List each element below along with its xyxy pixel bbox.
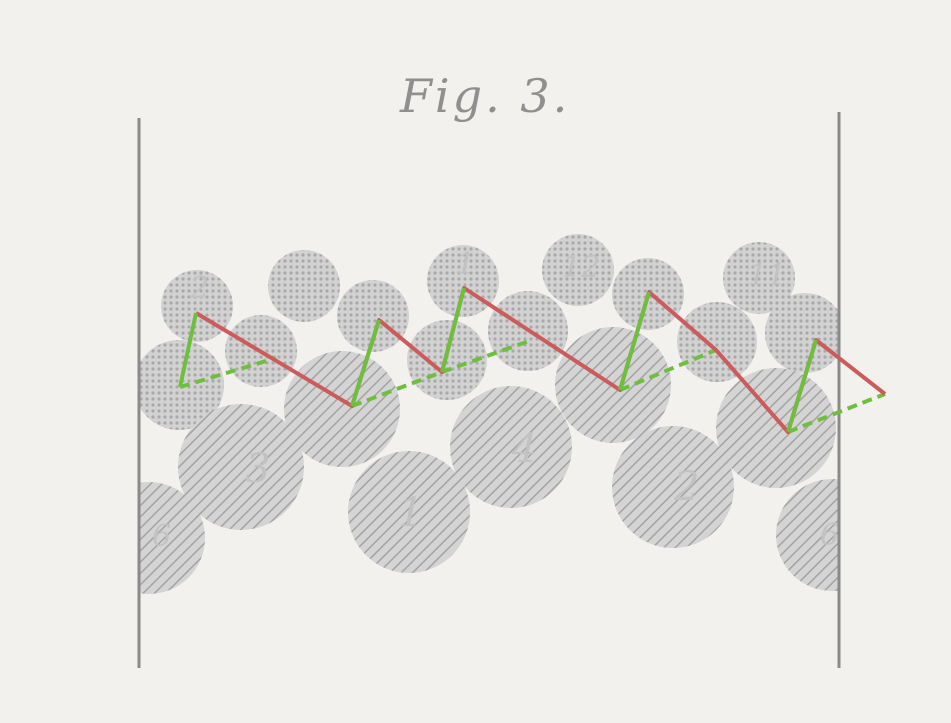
- ball-layer: [139, 234, 839, 594]
- ball-label: 12: [562, 250, 600, 285]
- ball-label: 4: [511, 426, 537, 472]
- small-ball: [268, 250, 340, 322]
- small-ball: [765, 293, 839, 373]
- large-ball-6-right: [776, 479, 839, 591]
- ball-label: 3: [245, 446, 270, 492]
- large-ball-4: [450, 386, 572, 508]
- large-ball-1: [348, 451, 470, 573]
- small-ball: [337, 280, 409, 352]
- ball-label: 1: [456, 247, 475, 282]
- ball-label: 11: [748, 258, 786, 293]
- large-ball: [716, 368, 836, 488]
- large-ball: [284, 351, 400, 467]
- large-ball-2: [612, 426, 734, 548]
- small-ball: [723, 242, 795, 314]
- green-dashed-lines: [179, 338, 886, 434]
- ball-label: 1: [398, 490, 423, 536]
- green-solid-lines: [178, 287, 818, 433]
- small-ball: [677, 302, 757, 382]
- ball-label: 2: [673, 464, 699, 510]
- small-ball: [542, 234, 614, 306]
- large-ball-3: [178, 404, 304, 530]
- ball-label: 6: [152, 519, 171, 554]
- ball-label: 2: [189, 271, 209, 306]
- large-ball-6-left: [139, 482, 205, 594]
- ball-label: 6: [820, 518, 839, 553]
- figure-title: Fig. 3.: [399, 69, 570, 123]
